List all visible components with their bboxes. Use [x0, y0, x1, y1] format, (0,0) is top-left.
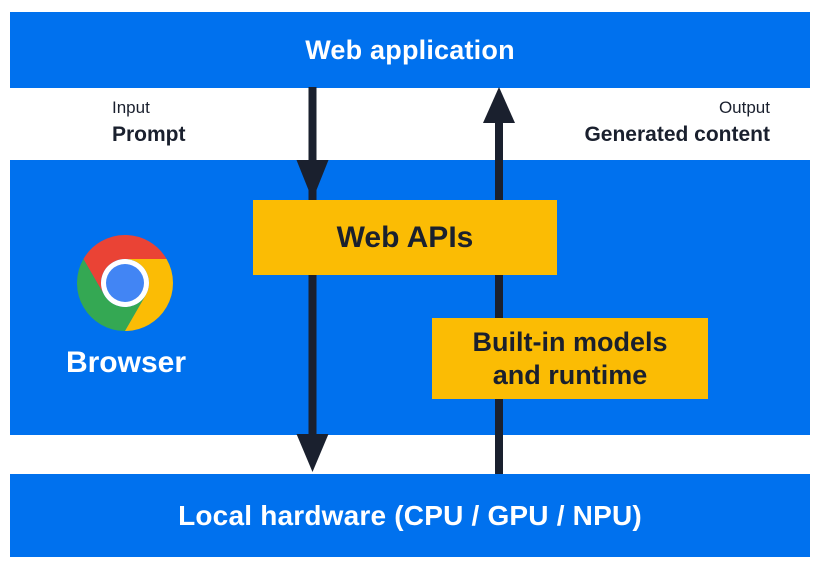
built-in-models-label-line2: and runtime [492, 359, 648, 390]
input-label-group: Input Prompt [112, 95, 186, 149]
chrome-icon [77, 235, 173, 331]
local-hardware-layer: Local hardware (CPU / GPU / NPU) [10, 474, 810, 557]
web-application-layer: Web application [10, 12, 810, 88]
built-in-models-label-line1: Built-in models [472, 326, 668, 357]
web-apis-label: Web APIs [336, 220, 474, 254]
built-in-models-box: Built-in models and runtime [432, 318, 708, 399]
output-label-group: Output Generated content [584, 95, 770, 149]
web-apis-box: Web APIs [253, 200, 557, 275]
input-kicker-label: Input [112, 98, 150, 117]
browser-label: Browser [65, 346, 187, 379]
generated-content-label: Generated content [584, 123, 770, 146]
prompt-label: Prompt [112, 123, 186, 146]
local-hardware-label: Local hardware (CPU / GPU / NPU) [178, 499, 642, 531]
output-kicker-label: Output [718, 98, 770, 117]
web-application-label: Web application [305, 34, 515, 65]
